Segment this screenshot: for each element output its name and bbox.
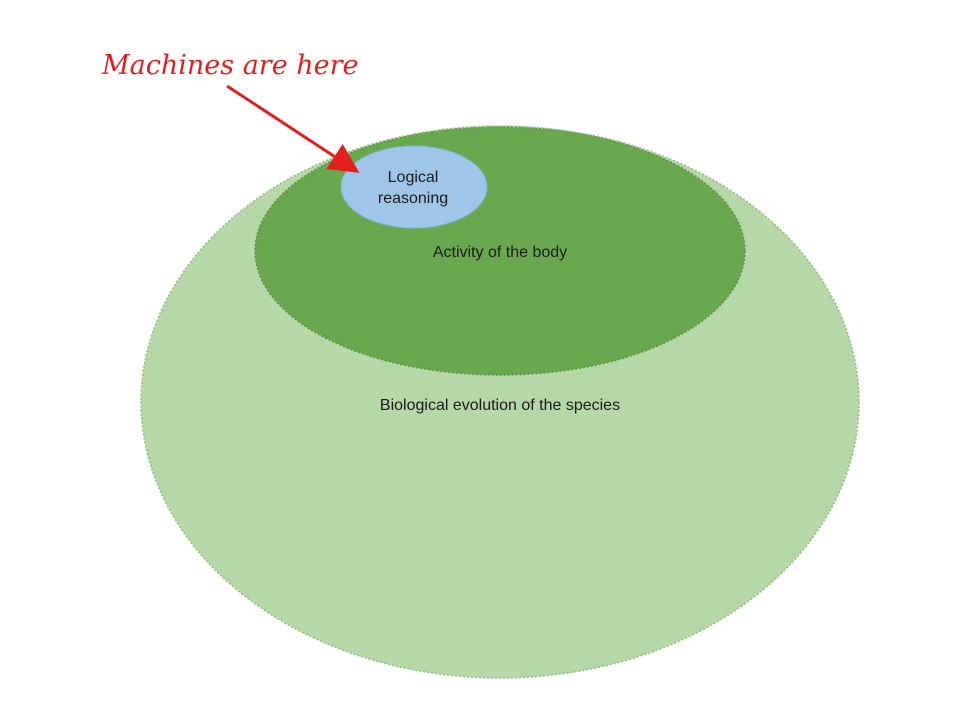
logical-reasoning-label-line1: Logical (388, 169, 439, 186)
logical-reasoning-region (340, 145, 488, 229)
logical-reasoning-label-line2: reasoning (378, 190, 448, 207)
annotation-arrow (226, 84, 360, 173)
body-activity-label: Activity of the body (433, 244, 567, 261)
species-evolution-label: Biological evolution of the species (380, 397, 620, 414)
machines-annotation: Machines are here (101, 50, 359, 81)
